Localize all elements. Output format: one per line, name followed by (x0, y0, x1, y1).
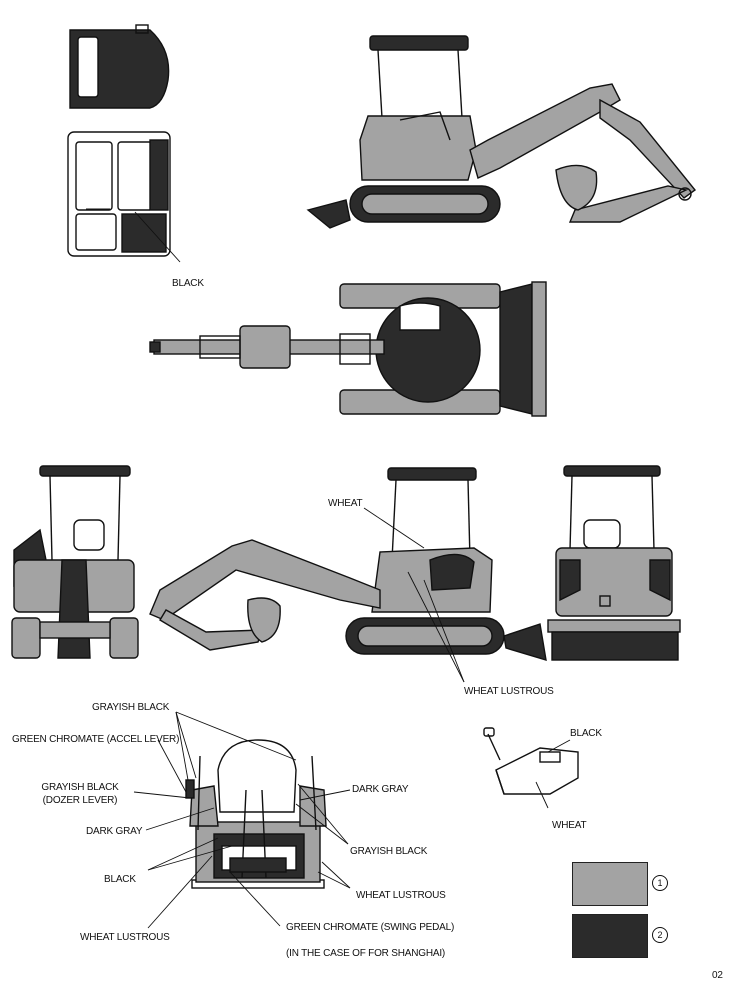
label-dark-gray-left: DARK GRAY (86, 826, 143, 837)
label-grayish-black-top: GRAYISH BLACK (92, 702, 170, 713)
legend-number-1: 1 (652, 875, 668, 891)
label-green-chromate-accel: GREEN CHROMATE (ACCEL LEVER) (12, 734, 180, 745)
label-cab-black: BLACK (172, 278, 204, 289)
excavator-front-view (11, 465, 139, 659)
label-grayish-black-dozer: GRAYISH BLACK (41, 782, 119, 793)
label-grayish-black-right: GRAYISH BLACK (350, 846, 428, 857)
legend-swatch-2 (572, 914, 648, 958)
label-wheat-lustrous-bottom: WHEAT LUSTROUS (356, 890, 446, 901)
cab-roof-view (69, 24, 170, 109)
label-wheat: WHEAT (328, 498, 363, 509)
excavator-side-view-bottom (149, 467, 547, 661)
page-number: 02 (712, 970, 723, 981)
leader-lines (133, 507, 571, 929)
excavator-side-view-top (306, 35, 697, 229)
cab-side-view (67, 131, 181, 263)
legend-number-2: 2 (652, 927, 668, 943)
label-lever-wheat: WHEAT (552, 820, 587, 831)
excavator-rear-view (547, 465, 681, 661)
label-wheat-lustrous-left: WHEAT LUSTROUS (80, 932, 170, 943)
legend-swatch-1 (572, 862, 648, 906)
lever-detail (483, 727, 579, 795)
label-black-left: BLACK (104, 874, 136, 885)
label-dozer-lever: (DOZER LEVER) (42, 795, 118, 806)
label-lever-black: BLACK (570, 728, 602, 739)
operator-seat-detail (185, 739, 327, 889)
excavator-top-view (149, 281, 547, 417)
label-green-chromate-swing: GREEN CHROMATE (SWING PEDAL) (286, 922, 455, 933)
label-wheat-lustrous-right: WHEAT LUSTROUS (464, 686, 554, 697)
label-dark-gray-right: DARK GRAY (352, 784, 409, 795)
label-shanghai-note: (IN THE CASE OF FOR SHANGHAI) (286, 948, 446, 959)
